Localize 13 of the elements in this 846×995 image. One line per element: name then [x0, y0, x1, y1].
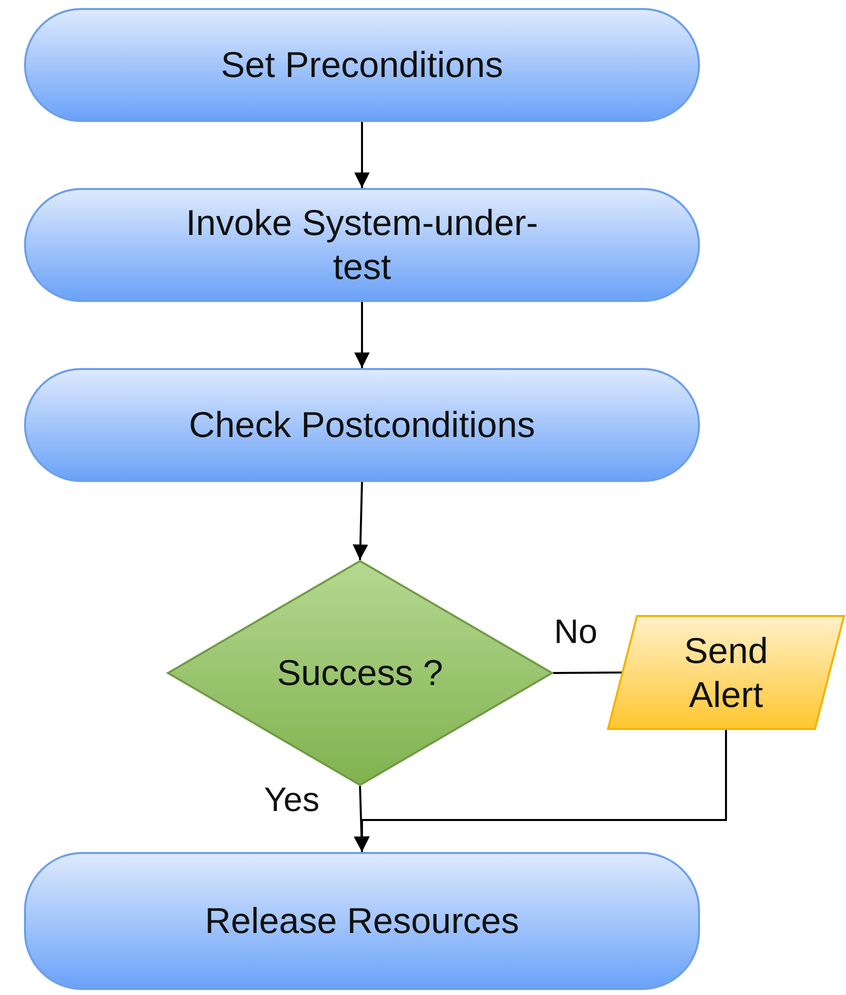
- data-parallelogram: [607, 615, 845, 730]
- connector-line: [553, 672, 622, 674]
- arrow: [354, 122, 370, 188]
- arrow: [354, 730, 727, 852]
- node-label: Send Alert: [682, 628, 770, 716]
- node-label: Release Resources: [204, 899, 520, 943]
- node-label: Check Postconditions: [188, 403, 536, 447]
- arrow: [352, 482, 368, 560]
- node-label: Invoke System-under-test: [184, 201, 540, 289]
- node-label: Set Preconditions: [220, 43, 504, 87]
- decision-diamond: [167, 560, 553, 786]
- arrow: [354, 302, 370, 368]
- node-label: Success ?: [276, 651, 444, 695]
